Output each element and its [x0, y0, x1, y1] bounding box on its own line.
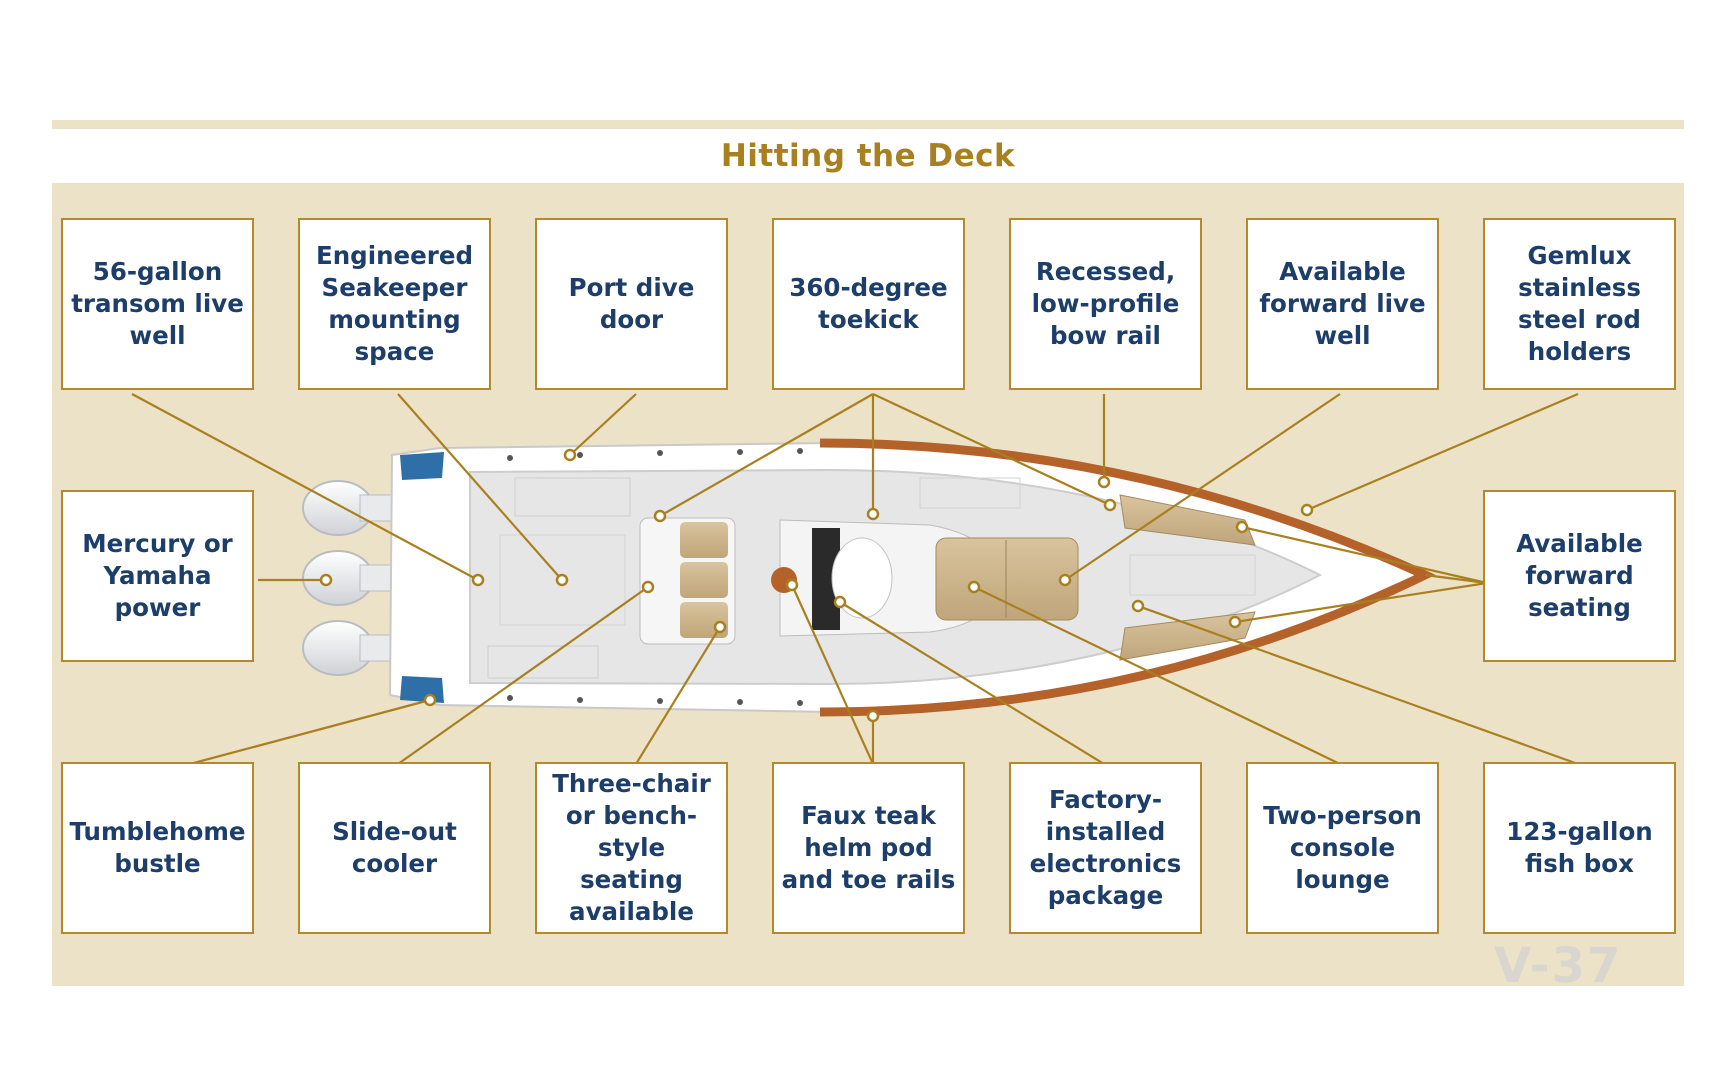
forward-seating — [1119, 494, 1256, 661]
callout-rod-holders: Gemlux stainless steel rod holders — [1483, 218, 1676, 390]
callout-helm-pod: Faux teak helm pod and toe rails — [772, 762, 965, 934]
model-watermark: V-37 — [1494, 938, 1623, 994]
leader-markers — [319, 448, 1314, 723]
leader-lines — [131, 392, 1579, 766]
callout-three-chair-seating: Three-chair or bench-style seating avail… — [535, 762, 728, 934]
callout-toekick: 360-degree toekick — [772, 218, 965, 390]
three-chair-seating — [639, 517, 736, 645]
callout-fish-box: 123-gallon fish box — [1483, 762, 1676, 934]
title-band — [52, 129, 1684, 183]
callout-power: Mercury or Yamaha power — [61, 490, 254, 662]
callout-tumblehome-bustle: Tumblehome bustle — [61, 762, 254, 934]
callout-electronics-package: Factory-installed electronics package — [1009, 762, 1202, 934]
callout-dive-door: Port dive door — [535, 218, 728, 390]
callout-seakeeper-space: Engineered Seakeeper mounting space — [298, 218, 491, 390]
callout-console-lounge: Two-person console lounge — [1246, 762, 1439, 934]
callout-forward-live-well: Available forward live well — [1246, 218, 1439, 390]
diagram-title: Hitting the Deck — [720, 138, 1016, 174]
console-lounge — [935, 537, 1079, 621]
callout-slide-out-cooler: Slide-out cooler — [298, 762, 491, 934]
callout-forward-seating: Available forward seating — [1483, 490, 1676, 662]
callout-bow-rail: Recessed, low-profile bow rail — [1009, 218, 1202, 390]
callout-transom-live-well: 56-gallon transom live well — [61, 218, 254, 390]
